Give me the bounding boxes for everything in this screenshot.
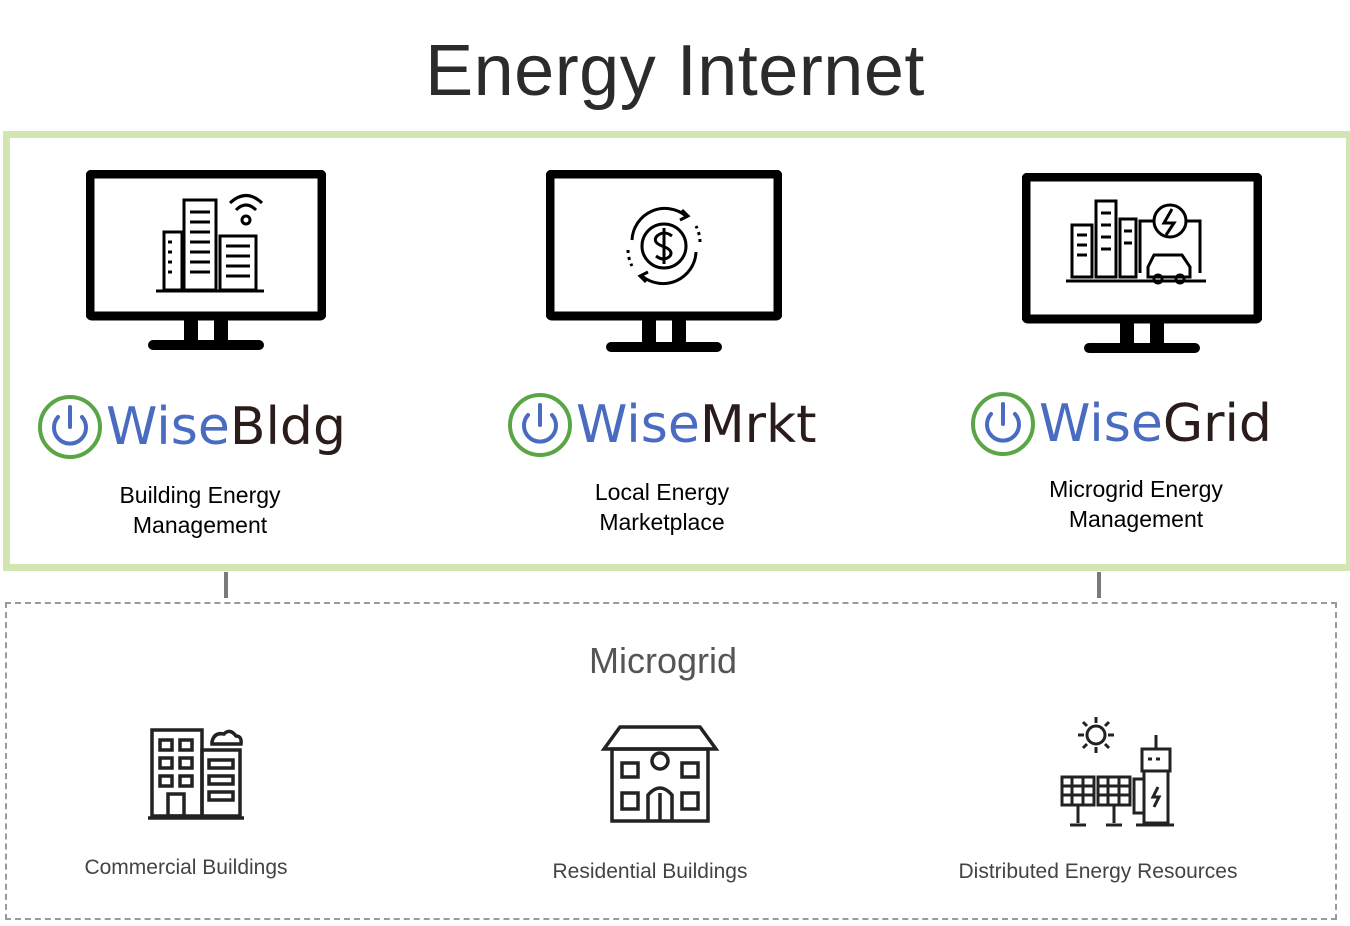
dollar-cycle-icon [626,206,702,286]
label-residential-buildings: Residential Buildings [552,860,748,883]
power-icon [508,393,572,457]
caption-grid: Microgrid Energy Management [986,474,1286,534]
caption-bldg: Building Energy Management [50,480,350,540]
microgrid-title: Microgrid [588,640,738,681]
caption-line: Marketplace [599,509,725,535]
monitor-mrkt [546,170,782,352]
city-grid-ev-icon [1066,199,1206,285]
caption-line: Building Energy [119,482,281,508]
label-commercial-buildings: Commercial Buildings [84,856,288,879]
brand-suffix: Grid [1162,394,1272,454]
solar-ev-charger-icon [1060,717,1174,827]
brand-suffix: Mrkt [699,395,817,455]
brand-prefix: Wise [1039,394,1163,454]
caption-line: Microgrid Energy [1049,476,1223,502]
connector-right [1097,572,1101,598]
brand-prefix: Wise [576,395,700,455]
monitor-grid [1022,173,1262,353]
house-icon [600,725,720,823]
caption-mrkt: Local Energy Marketplace [512,477,812,537]
microgrid-panel [5,602,1337,920]
monitor-bldg [86,170,326,350]
caption-line: Management [132,512,268,538]
office-building-icon [148,728,244,820]
smart-building-wifi-icon [156,194,264,293]
label-distributed-energy-resources: Distributed Energy Resources [958,860,1238,883]
brand-prefix: Wise [106,397,230,457]
brand-suffix: Bldg [229,397,346,457]
connector-left [224,572,228,598]
power-icon [971,392,1035,456]
caption-line: Local Energy [594,479,730,505]
energy-internet-panel [3,131,1350,571]
caption-line: Management [1068,506,1204,532]
power-icon [38,395,102,459]
diagram-title: Energy Internet [425,31,925,111]
